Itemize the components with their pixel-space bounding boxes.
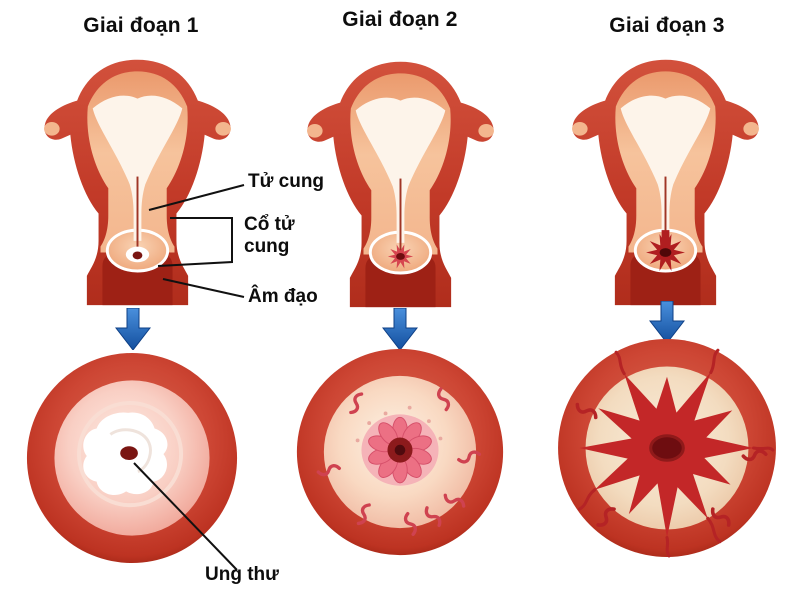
cervical-os: [649, 434, 685, 462]
stage-2-title: Giai đoạn 2: [342, 8, 458, 31]
down-arrow-icon: [649, 301, 685, 343]
down-arrow-icon: [115, 308, 151, 350]
cervix-closeup-stage-2: [296, 348, 504, 556]
tumor-cracks: [577, 348, 775, 558]
uterus-illustration-stage-3: [570, 58, 761, 307]
down-arrow-icon: [382, 308, 418, 350]
label-cancer: Ung thư: [205, 564, 279, 585]
cervical-os: [132, 251, 143, 260]
cervical-os: [120, 446, 138, 460]
label-cervix: Cổ tử cung: [244, 214, 295, 257]
cervical-os: [394, 444, 406, 456]
cervix-closeup-stage-1: [26, 352, 238, 564]
stage-3-title: Giai đoạn 3: [609, 14, 725, 37]
tumor-petals: [368, 416, 432, 484]
label-vagina: Âm đạo: [248, 286, 318, 307]
cervical-os: [659, 248, 672, 257]
label-uterus: Tử cung: [248, 171, 325, 192]
cervical-os: [396, 253, 405, 260]
uterus-illustration-stage-1: [42, 58, 233, 307]
uterus-illustration-stage-2: [305, 60, 496, 309]
cervix-closeup-stage-3: [558, 339, 776, 558]
stage-1-title: Giai đoạn 1: [83, 14, 199, 37]
